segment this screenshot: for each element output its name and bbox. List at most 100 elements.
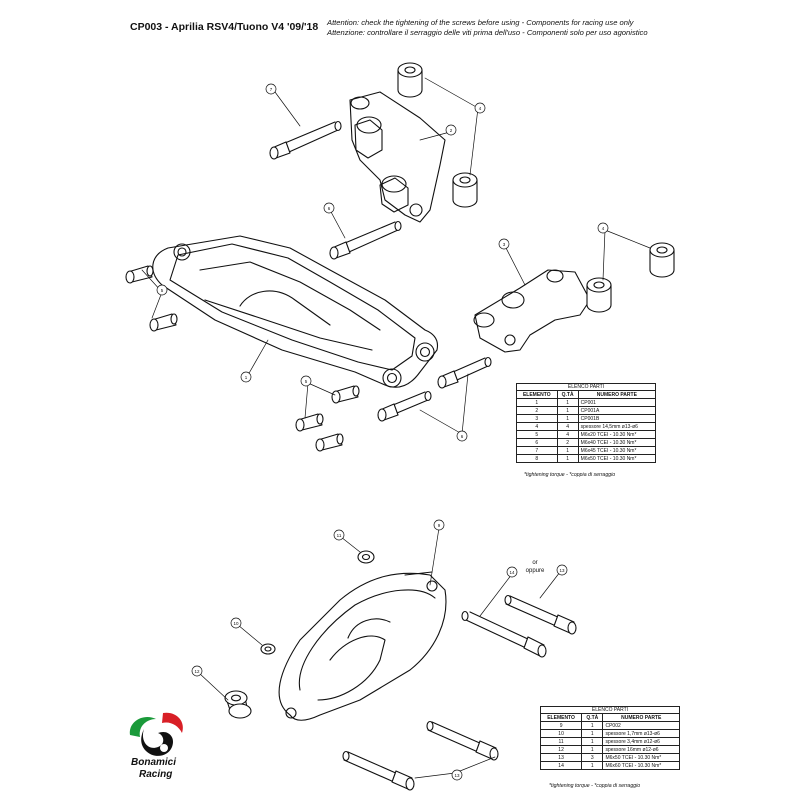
cell-qta: 1 (581, 729, 604, 738)
cell-elemento: 12 (539, 745, 583, 754)
logo-swoosh-green (129, 716, 156, 737)
torque-note-2: *tightening torque - *coppia di serraggi… (549, 783, 641, 789)
callout-14: 14 (509, 570, 515, 575)
bolt-13-c (342, 750, 415, 791)
cell-qta: 1 (581, 761, 604, 770)
cell-elemento: 6 (516, 438, 558, 447)
cell-qta: 4 (556, 430, 579, 439)
parts-table-2-header-row: ELEMENTO Q.TÀ NUMERO PARTE (539, 713, 680, 722)
cell-elemento: 4 (516, 422, 558, 431)
cell-numero-parte: CP002 (602, 721, 680, 730)
cell-qta: 1 (556, 454, 579, 463)
callout-13-upper: 13 (559, 568, 565, 573)
cell-elemento: 1 (516, 398, 558, 407)
callout-12: 12 (194, 669, 200, 674)
col-numero-parte: NUMERO PARTE (602, 713, 680, 722)
callout-11: 11 (337, 533, 342, 538)
bolt-5-c (331, 385, 360, 404)
cell-qta: 1 (556, 406, 579, 415)
logo-b-shape (141, 729, 174, 756)
callout-bubbles-top (156, 83, 609, 442)
cell-numero-parte: CP001B (577, 414, 657, 423)
leaders-bottom (198, 527, 561, 779)
note-italian: Attenzione: controllare il serraggio del… (327, 28, 648, 37)
cell-elemento: 11 (539, 737, 583, 746)
callout-3: 3 (503, 242, 506, 247)
cell-elemento: 7 (516, 446, 558, 455)
cell-qta: 1 (556, 398, 579, 407)
callout-10: 10 (233, 621, 239, 626)
col-qta: Q.TÀ (556, 390, 579, 399)
part-10-11-12-spacers (224, 550, 375, 719)
cell-elemento: 14 (539, 761, 583, 770)
callout-1: 1 (245, 375, 248, 380)
cell-elemento: 13 (539, 753, 583, 762)
bolt-14 (461, 610, 547, 658)
logo-line-1: Bonamici (131, 757, 177, 768)
cell-elemento: 3 (516, 414, 558, 423)
callout-9: 9 (438, 523, 441, 528)
cell-qta: 3 (581, 753, 604, 762)
cell-numero-parte: spessore 3,4mm ø12-ø6 (602, 737, 680, 746)
cell-qta: 1 (581, 721, 604, 730)
part-9-cover (278, 571, 447, 721)
cell-qta: 1 (581, 745, 604, 754)
part-2-upper-bracket (349, 91, 446, 223)
cell-elemento: 9 (539, 721, 583, 730)
callout-5-lower: 5 (305, 379, 308, 384)
cell-numero-parte: M6x50 TCEI - 10.30 Nm* (602, 753, 680, 762)
bolt-6-upper (329, 220, 402, 260)
callout-7: 7 (270, 87, 273, 92)
bonamici-logo (129, 712, 183, 756)
cell-qta: 2 (556, 438, 579, 447)
or-oppure-label: or oppure (526, 560, 545, 574)
callout-6-lower: 6 (461, 434, 464, 439)
part-1-main-bracket (152, 235, 439, 388)
cell-numero-parte: CP001A (577, 406, 657, 415)
callout-13-lower: 13 (454, 773, 460, 778)
bolt-7 (269, 120, 342, 160)
cell-numero-parte: M6x40 TCEI - 10.30 Nm* (577, 438, 657, 447)
bolt-5-b (149, 313, 178, 332)
torque-note-1: *tightening torque - *coppia di serraggi… (524, 472, 616, 478)
cell-numero-parte: spessore 14,5mm ø13-ø6 (577, 422, 657, 431)
cell-numero-parte: M6x60 TCEI - 10.30 Nm* (602, 761, 680, 770)
cell-qta: 1 (581, 737, 604, 746)
col-numero-parte: NUMERO PARTE (577, 390, 657, 399)
cell-numero-parte: CP001 (577, 398, 657, 407)
bolt-5-d (295, 413, 324, 432)
cell-elemento: 8 (516, 454, 558, 463)
cell-qta: 1 (556, 446, 579, 455)
bolt-13-a (504, 594, 577, 635)
callout-numbers: 7 2 4 6 3 4 5 1 5 6 11 9 14 13 10 12 13 (161, 87, 605, 778)
cell-numero-parte: M6x20 TCEI - 10.30 Nm* (577, 430, 657, 439)
leaders-top (141, 77, 651, 435)
cell-elemento: 10 (539, 729, 583, 738)
bolt-5-e (315, 433, 344, 452)
cell-qta: 1 (556, 414, 579, 423)
bolt-6-lower (377, 390, 432, 422)
cell-numero-parte: M6x50 TCEI - 10.30 Nm* (577, 454, 657, 463)
oppure-label: oppure (526, 568, 545, 574)
bolts-top (125, 120, 492, 452)
logo-text: Bonamici Racing (131, 757, 176, 781)
cell-numero-parte: spessore 1,7mm ø13-ø6 (602, 729, 680, 738)
cell-numero-parte: spessore 16mm ø12-ø6 (602, 745, 680, 754)
parts-table-2-caption: ELENCO PARTI (540, 706, 680, 713)
col-qta: Q.TÀ (581, 713, 604, 722)
page-title: CP003 - Aprilia RSV4/Tuono V4 '09/'18 (130, 21, 319, 33)
